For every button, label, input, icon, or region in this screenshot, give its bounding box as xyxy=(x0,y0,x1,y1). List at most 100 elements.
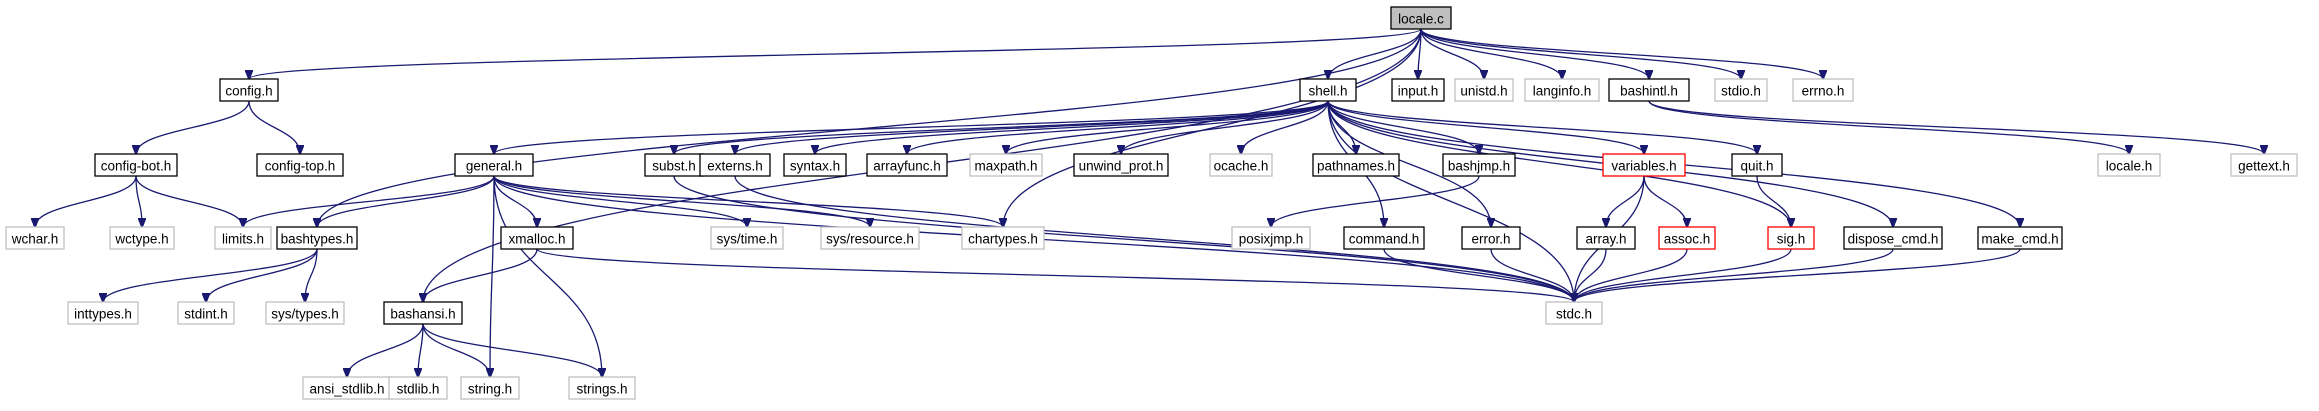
node-box xyxy=(1209,153,1273,177)
edge-shell-h-to-variables-h xyxy=(1327,100,1644,154)
node-box xyxy=(783,153,847,177)
node-bashtypes-h[interactable]: bashtypes.h xyxy=(276,226,358,250)
edge-locale-c-to-bashtypes-h xyxy=(317,28,1422,227)
node-dispose-cmd-h[interactable]: dispose_cmd.h xyxy=(1843,226,1943,250)
node-box xyxy=(1073,153,1169,177)
node-label: unwind_prot.h xyxy=(1079,159,1164,174)
node-label: sig.h xyxy=(1777,232,1806,247)
node-config-bot-h[interactable]: config-bot.h xyxy=(94,153,178,177)
node-label: shell.h xyxy=(1308,84,1347,99)
edge-config-bot-h-to-wchar-h xyxy=(35,175,137,227)
node-box xyxy=(1231,226,1311,250)
node-errno-h: errno.h xyxy=(1792,78,1854,102)
node-sys-resource-h: sys/resource.h xyxy=(820,226,920,250)
node-box xyxy=(710,226,784,250)
node-bashjmp-h[interactable]: bashjmp.h xyxy=(1442,153,1516,177)
edge-general-h-to-bashtypes-h xyxy=(317,175,495,227)
node-box xyxy=(1843,226,1943,250)
node-config-top-h[interactable]: config-top.h xyxy=(256,153,344,177)
node-box xyxy=(214,226,272,250)
node-box xyxy=(1390,6,1452,30)
edge-layer xyxy=(35,28,2264,377)
node-label: bashansi.h xyxy=(390,307,455,322)
node-command-h[interactable]: command.h xyxy=(1343,226,1425,250)
node-string-h: string.h xyxy=(460,376,520,400)
node-stdlib-h: stdlib.h xyxy=(388,376,448,400)
edge-dispose-cmd-h-to-stdc-h xyxy=(1574,248,1894,302)
node-box xyxy=(1977,226,2063,250)
node-label: quit.h xyxy=(1740,159,1773,174)
edge-config-bot-h-to-limits-h xyxy=(135,175,243,227)
node-box xyxy=(265,301,345,325)
edge-shell-h-to-externs-h xyxy=(735,100,1329,154)
node-shell-h[interactable]: shell.h xyxy=(1299,78,1357,102)
edge-locale-c-to-chartypes-h xyxy=(1003,28,1422,227)
node-label: ocache.h xyxy=(1214,159,1269,174)
node-bashansi-h[interactable]: bashansi.h xyxy=(383,301,463,325)
node-box xyxy=(5,226,65,250)
node-locale-c[interactable]: locale.c xyxy=(1390,6,1452,30)
node-box xyxy=(1454,78,1514,102)
node-ansi-stdlib-h: ansi_stdlib.h xyxy=(302,376,392,400)
edge-variables-h-to-array-h xyxy=(1606,175,1645,227)
edge-shell-h-to-quit-h xyxy=(1327,100,1757,154)
edge-shell-h-to-error-h xyxy=(1327,100,1491,227)
node-label: stdint.h xyxy=(184,307,228,322)
node-label: maxpath.h xyxy=(974,159,1037,174)
node-pathnames-h[interactable]: pathnames.h xyxy=(1312,153,1400,177)
edge-bashjmp-h-to-posixjmp-h xyxy=(1271,175,1480,227)
node-box xyxy=(388,376,448,400)
node-unwind-prot-h[interactable]: unwind_prot.h xyxy=(1073,153,1169,177)
node-error-h[interactable]: error.h xyxy=(1461,226,1521,250)
node-langinfo-h: langinfo.h xyxy=(1524,78,1600,102)
edge-general-h-to-sys-time-h xyxy=(493,175,747,227)
node-label: sys/resource.h xyxy=(826,232,914,247)
node-label: stdlib.h xyxy=(397,382,440,397)
node-chartypes-h: chartypes.h xyxy=(961,226,1045,250)
node-box xyxy=(454,153,534,177)
node-variables-h[interactable]: variables.h xyxy=(1602,153,1686,177)
node-arrayfunc-h[interactable]: arrayfunc.h xyxy=(866,153,948,177)
node-ocache-h: ocache.h xyxy=(1209,153,1273,177)
node-make-cmd-h[interactable]: make_cmd.h xyxy=(1977,226,2063,250)
node-externs-h[interactable]: externs.h xyxy=(699,153,771,177)
node-label: strings.h xyxy=(576,382,627,397)
edge-locale-c-to-input-h xyxy=(1418,28,1421,79)
node-assoc-h[interactable]: assoc.h xyxy=(1658,226,1716,250)
edge-general-h-to-sys-resource-h xyxy=(493,175,870,227)
edge-general-h-to-string-h xyxy=(490,175,495,377)
node-box xyxy=(2230,153,2298,177)
edge-xmalloc-h-to-bashansi-h xyxy=(423,248,538,302)
node-box xyxy=(1658,226,1716,250)
node-label: command.h xyxy=(1349,232,1420,247)
node-xmalloc-h[interactable]: xmalloc.h xyxy=(500,226,574,250)
node-box xyxy=(109,226,175,250)
edge-bashansi-h-to-ansi-stdlib-h xyxy=(347,323,424,377)
node-box xyxy=(1299,78,1357,102)
node-input-h[interactable]: input.h xyxy=(1391,78,1445,102)
node-strings-h: strings.h xyxy=(568,376,636,400)
node-array-h[interactable]: array.h xyxy=(1576,226,1636,250)
node-sig-h[interactable]: sig.h xyxy=(1767,226,1815,250)
edge-shell-h-to-arrayfunc-h xyxy=(907,100,1329,154)
node-config-h[interactable]: config.h xyxy=(219,78,279,102)
node-label: inttypes.h xyxy=(74,307,132,322)
node-subst-h[interactable]: subst.h xyxy=(644,153,704,177)
node-syntax-h[interactable]: syntax.h xyxy=(783,153,847,177)
edge-command-h-to-stdc-h xyxy=(1383,248,1574,302)
node-label: locale.c xyxy=(1398,12,1444,27)
node-bashintl-h[interactable]: bashintl.h xyxy=(1608,78,1690,102)
edge-bashintl-h-to-locale-h xyxy=(1648,100,2129,154)
edge-locale-c-to-bashintl-h xyxy=(1420,28,1649,79)
node-label: gettext.h xyxy=(2238,159,2290,174)
node-label: errno.h xyxy=(1802,84,1845,99)
node-label: wchar.h xyxy=(11,232,59,247)
node-quit-h[interactable]: quit.h xyxy=(1731,153,1783,177)
node-box xyxy=(1602,153,1686,177)
node-box xyxy=(1731,153,1783,177)
node-label: posixjmp.h xyxy=(1239,232,1304,247)
edge-locale-c-to-langinfo-h xyxy=(1420,28,1562,79)
node-general-h[interactable]: general.h xyxy=(454,153,534,177)
node-inttypes-h: inttypes.h xyxy=(67,301,139,325)
